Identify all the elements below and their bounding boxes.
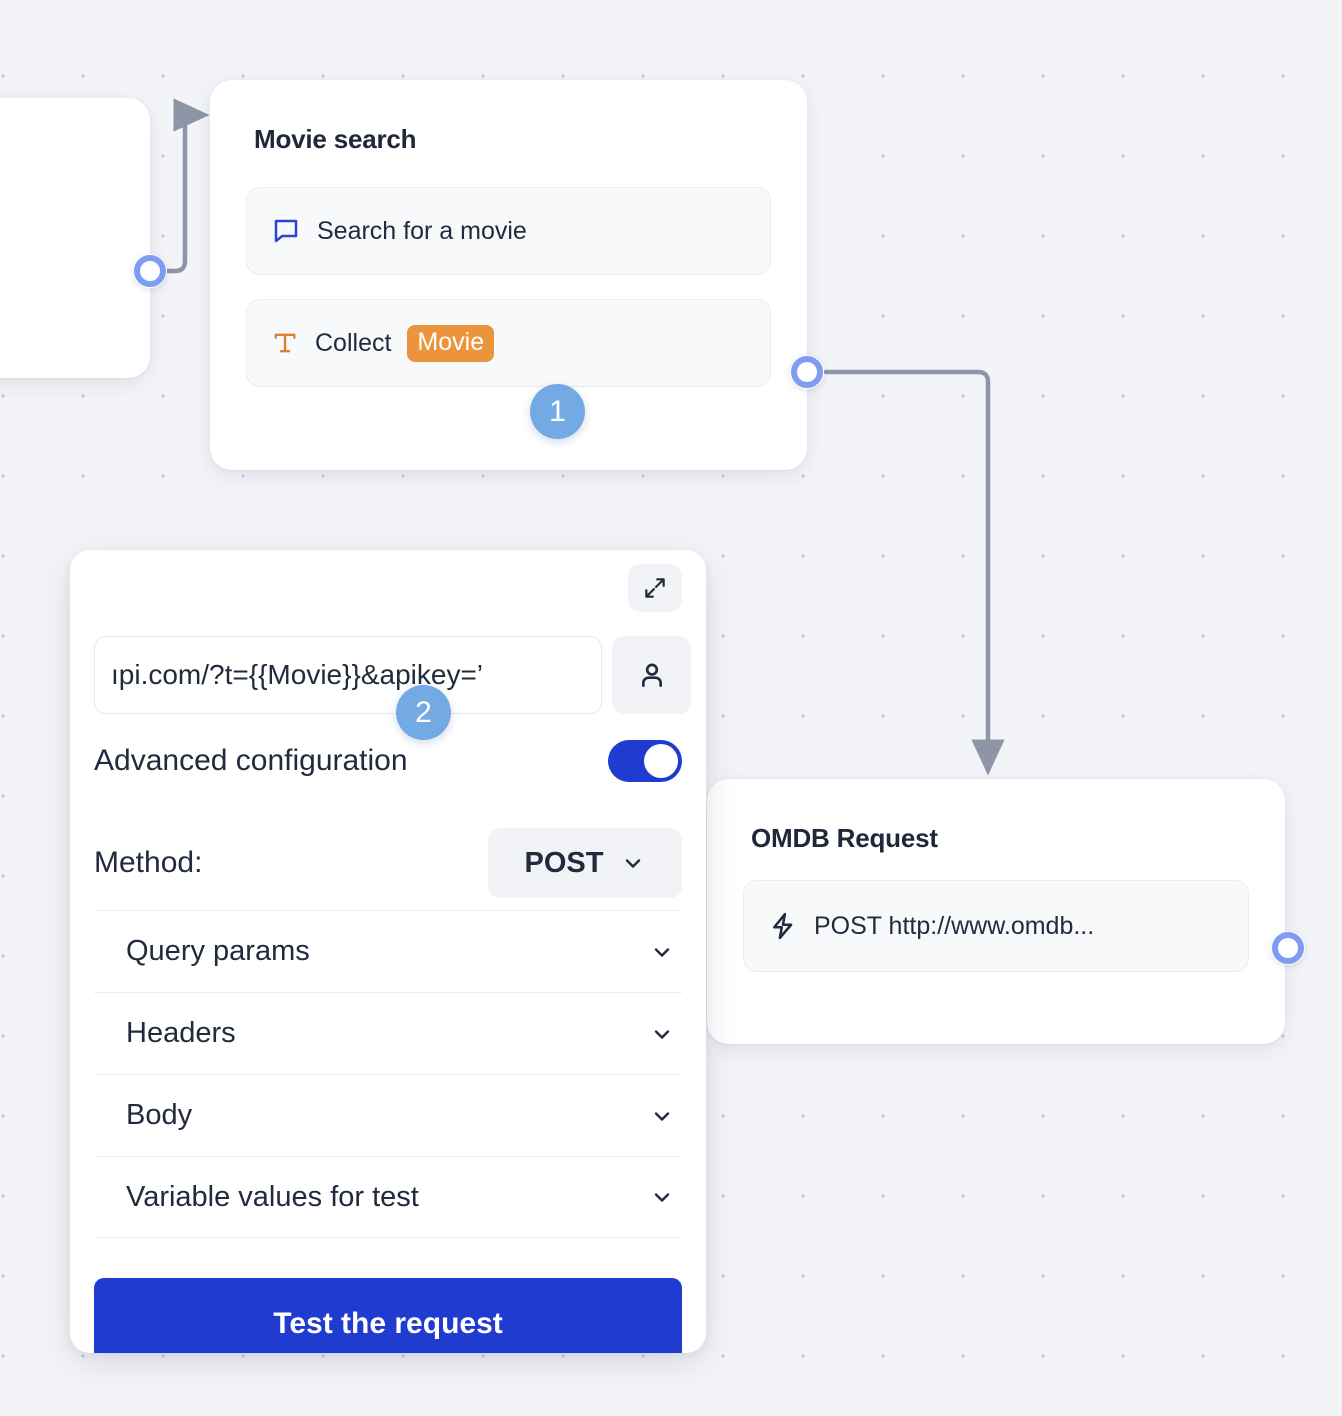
step-badge-2: 2 <box>396 685 451 740</box>
expand-panel-button[interactable] <box>628 564 682 612</box>
section-headers[interactable]: Headers <box>94 992 682 1074</box>
method-label: Method: <box>94 846 203 879</box>
node-previous-card[interactable] <box>0 98 150 378</box>
chevron-down-icon <box>650 940 674 964</box>
edge-prev-to-movie <box>164 98 210 274</box>
request-auth-button[interactable] <box>612 636 691 714</box>
node-movie-search-title: Movie search <box>254 124 417 154</box>
node-row-search-for-a-movie[interactable]: Search for a movie <box>246 187 771 275</box>
advanced-configuration-label: Advanced configuration <box>94 744 408 777</box>
node-row-collect-movie[interactable]: Collect Movie <box>246 299 771 387</box>
person-icon <box>636 659 668 691</box>
request-url-row[interactable] <box>94 636 691 714</box>
method-selected-value: POST <box>524 846 604 879</box>
node-row-post-request[interactable]: POST http://www.omdb... <box>743 880 1249 972</box>
section-label: Query params <box>126 935 310 967</box>
chevron-down-icon <box>621 851 645 875</box>
variable-tag-movie[interactable]: Movie <box>407 324 495 362</box>
node-omdb-request[interactable]: OMDB Request POST http://www.omdb... <box>691 779 1285 1044</box>
node-row-label: Search for a movie <box>317 216 527 245</box>
config-sections-accordion: Query params Headers Body <box>94 910 682 1238</box>
method-select[interactable]: POST <box>488 828 682 898</box>
advanced-configuration-row[interactable]: Advanced configuration <box>94 740 682 782</box>
advanced-configuration-toggle[interactable] <box>608 740 682 782</box>
test-the-request-button[interactable]: Test the request <box>94 1278 682 1353</box>
expand-diagonal-icon <box>642 575 668 601</box>
edge-movie-to-omdb <box>823 369 1005 776</box>
request-config-panel[interactable]: Advanced configuration Method: POST Quer… <box>70 550 706 1353</box>
node-movie-search[interactable]: Movie search Search for a movie Collect … <box>210 80 807 470</box>
handle-movie-search-output[interactable] <box>790 355 824 389</box>
node-row-label: Collect <box>315 328 392 357</box>
text-field-icon <box>271 329 299 357</box>
step-badge-1: 1 <box>530 384 585 439</box>
section-variable-values-for-test[interactable]: Variable values for test <box>94 1156 682 1238</box>
chevron-down-icon <box>650 1185 674 1209</box>
lightning-bolt-icon <box>768 911 798 941</box>
method-row: Method: POST <box>94 828 682 898</box>
section-query-params[interactable]: Query params <box>94 910 682 992</box>
section-label: Headers <box>126 1017 236 1049</box>
speech-bubble-icon <box>271 216 301 246</box>
node-omdb-request-title: OMDB Request <box>751 823 938 853</box>
node-row-label: POST http://www.omdb... <box>814 911 1095 940</box>
chevron-down-icon <box>650 1104 674 1128</box>
chevron-down-icon <box>650 1022 674 1046</box>
section-body[interactable]: Body <box>94 1074 682 1156</box>
handle-omdb-request-output[interactable] <box>1271 931 1305 965</box>
section-label: Body <box>126 1099 193 1131</box>
handle-prev-output[interactable] <box>133 254 167 288</box>
section-label: Variable values for test <box>126 1180 419 1213</box>
request-url-input[interactable] <box>94 636 602 714</box>
